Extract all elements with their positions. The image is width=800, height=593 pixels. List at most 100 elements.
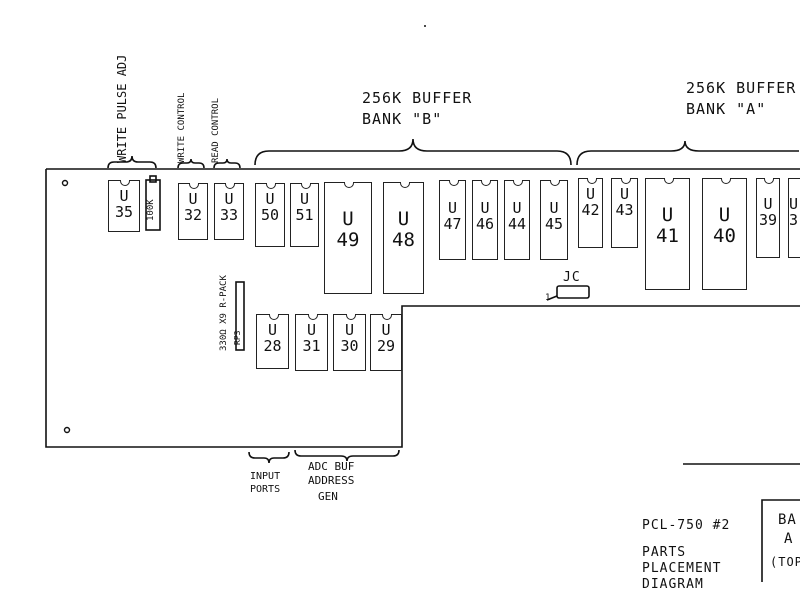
label-write-control: WRITE CONTROL	[177, 92, 187, 163]
title-box-line1: BA	[778, 512, 797, 528]
chip-u-prefix: U	[397, 208, 410, 230]
chip-notch	[481, 180, 491, 186]
chip-u-prefix: U	[480, 199, 490, 217]
chip-u-prefix: U	[306, 321, 317, 339]
label-read-control: READ CONTROL	[211, 97, 221, 163]
chip-number: 30	[340, 337, 359, 355]
rpack-body	[235, 281, 245, 351]
chip-number: 51	[295, 206, 314, 224]
mount-hole-top	[61, 179, 69, 187]
label-jumper-pin: 1	[545, 293, 551, 303]
chip-notch	[448, 180, 459, 186]
chip-notch	[344, 182, 354, 188]
brace-input-ports	[248, 451, 290, 464]
chip-notch	[513, 180, 523, 186]
title-box-line2: A	[784, 531, 794, 547]
chip-number: 47	[443, 215, 462, 233]
chip-number: 45	[544, 215, 564, 233]
chip-number: 49	[336, 229, 360, 251]
label-bank-b-title: 256K BUFFER	[362, 89, 473, 107]
chip-u-prefix: U	[188, 190, 198, 208]
chip-u-prefix: U	[224, 190, 234, 208]
chip-u-prefix: U	[344, 321, 355, 339]
label-pot-100k: 100K	[146, 199, 156, 221]
chip-u-prefix: U	[512, 199, 522, 217]
chip-notch	[266, 183, 276, 189]
mount-hole-center	[424, 25, 426, 27]
chip-number: 41	[656, 225, 679, 247]
chip-u-prefix: U	[789, 195, 799, 213]
chip-number: 29	[376, 337, 396, 355]
chip-number: 3	[789, 211, 799, 229]
chip-number: 44	[507, 215, 527, 233]
label-bank-a-sub: BANK "A"	[686, 100, 767, 118]
chip-u-prefix: U	[447, 199, 458, 217]
label-bank-a-title: 256K BUFFER	[686, 79, 797, 97]
chip-u-prefix: U	[619, 185, 630, 203]
chip-u-prefix: U	[763, 195, 773, 213]
label-adc-3: GEN	[318, 490, 338, 503]
chip-notch	[307, 314, 318, 320]
label-input-ports-1: INPUT	[250, 471, 281, 482]
chip-notch	[120, 180, 130, 186]
chip-number: 32	[183, 206, 203, 224]
brace-bank-a	[576, 140, 799, 166]
title-line2: PARTS	[642, 545, 687, 560]
board-outline	[45, 168, 800, 448]
label-rpack-ref: RP3	[233, 330, 242, 345]
mount-hole-bottom	[63, 426, 71, 434]
chip-notch	[586, 178, 597, 184]
chip-u-prefix: U	[267, 321, 278, 339]
brace-adc	[294, 449, 400, 462]
title-box	[761, 499, 800, 582]
chip-u-prefix: U	[661, 204, 674, 226]
label-write-pulse-adj: WRITE PULSE ADJ	[115, 54, 129, 163]
chip-u-prefix: U	[585, 185, 596, 203]
chip-notch	[345, 314, 356, 320]
chip-u-prefix: U	[265, 190, 275, 208]
label-bank-b-sub: BANK "B"	[362, 110, 443, 128]
chip-u-prefix: U	[549, 199, 559, 217]
chip-u-prefix: U	[718, 204, 731, 226]
chip-number: 42	[581, 201, 600, 219]
title-line3: PLACEMENT	[642, 561, 722, 576]
chip-number: 50	[260, 206, 280, 224]
label-adc-1: ADC BUF	[308, 460, 355, 473]
brace-write-pulse	[107, 155, 157, 169]
jumper-jc	[556, 285, 590, 299]
chip-notch	[225, 183, 235, 189]
brace-write-control	[177, 158, 205, 169]
chip-u-prefix: U	[381, 321, 391, 339]
chip-notch	[550, 180, 560, 186]
chip-notch	[189, 183, 199, 189]
chip-notch	[268, 314, 279, 320]
chip-number: 31	[302, 337, 321, 355]
chip-u-prefix: U	[119, 187, 129, 205]
chip-notch	[300, 183, 311, 189]
chip-notch	[720, 178, 731, 184]
chip-notch	[399, 182, 410, 188]
chip-notch	[382, 314, 392, 320]
chip-notch	[620, 178, 631, 184]
chip-notch	[764, 178, 774, 184]
chip-number: 35	[114, 203, 134, 221]
pot-body	[145, 179, 161, 231]
